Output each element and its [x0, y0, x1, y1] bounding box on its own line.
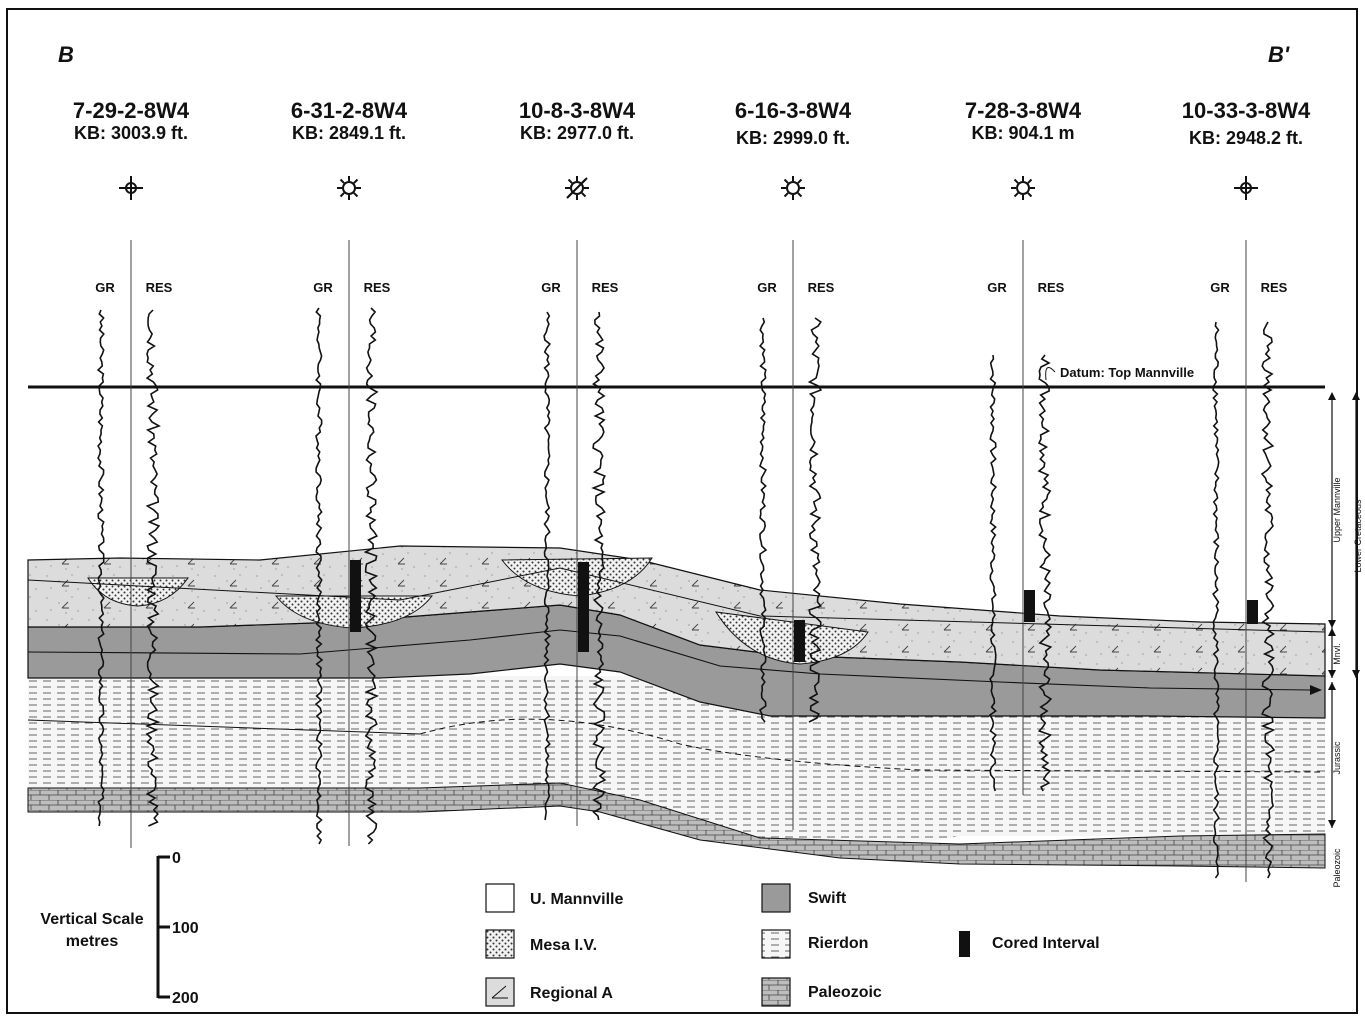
res-log-trace — [145, 309, 161, 827]
res-log-label: RES — [364, 280, 391, 295]
well-kb: KB: 904.1 m — [971, 123, 1074, 143]
gr-log-trace — [543, 311, 552, 821]
dry-well-icon — [119, 176, 143, 200]
res-log-trace — [1260, 321, 1276, 879]
scale-tick-200: 200 — [172, 990, 199, 1007]
cored-interval-bar — [1024, 590, 1035, 622]
jurassic-internal-horizon — [27, 719, 421, 735]
scale-tick-100: 100 — [172, 920, 199, 937]
gr-log-trace — [1212, 321, 1220, 879]
gr-log-label: GR — [313, 280, 333, 295]
res-log-label: RES — [146, 280, 173, 295]
legend-label-mesa-iv: Mesa I.V. — [530, 937, 597, 954]
legend-swatch-u-mannville — [485, 883, 515, 913]
gr-log-label: GR — [987, 280, 1007, 295]
paleozoic-interval-label: Paleozoic — [1332, 848, 1342, 888]
datum-label: Datum: Top Mannville — [1060, 365, 1194, 380]
cored-interval-bar — [1247, 600, 1258, 624]
gr-log-label: GR — [541, 280, 561, 295]
section-start-label: B — [58, 42, 74, 67]
jurassic-internal-horizon-dashed — [419, 718, 1321, 773]
scale-units: metres — [66, 933, 119, 950]
well-kb: KB: 2999.0 ft. — [736, 128, 850, 148]
gas-well-icon — [1011, 176, 1035, 200]
cored-interval-bar — [794, 620, 805, 662]
well-kb: KB: 3003.9 ft. — [74, 123, 188, 143]
rierdon-layer — [28, 676, 1325, 858]
mesa-lens-4 — [715, 611, 869, 665]
lower-cretaceous-label: Lower Cretaceous — [1353, 499, 1363, 573]
res-log-label: RES — [1038, 280, 1065, 295]
scale-title: Vertical Scale — [40, 911, 143, 928]
upper-mannville-label: Upper Mannville — [1332, 477, 1342, 542]
res-log-trace — [807, 317, 823, 723]
well-kb: KB: 2948.2 ft. — [1189, 128, 1303, 148]
res-log-label: RES — [1261, 280, 1288, 295]
swift-internal-horizon — [27, 629, 1311, 691]
datum-callout — [1045, 367, 1056, 381]
well-name: 10-8-3-8W4 — [519, 98, 636, 123]
res-log-trace — [1037, 354, 1053, 792]
res-log-label: RES — [592, 280, 619, 295]
gr-log-trace — [758, 317, 768, 723]
gr-log-trace — [96, 309, 105, 827]
arrow-end — [1310, 685, 1322, 695]
legend-swatch-swift — [761, 883, 791, 913]
legend-label-swift: Swift — [808, 890, 847, 907]
gas-well-icon — [781, 176, 805, 200]
mnvl-label: Mnvl. — [1332, 643, 1342, 665]
legend: U. Mannville Mesa I.V. Regional A Swift … — [485, 883, 1100, 1007]
gr-log-label: GR — [757, 280, 777, 295]
gas-well-icon — [337, 176, 361, 200]
legend-swatch-rierdon — [761, 929, 791, 959]
gr-log-label: GR — [1210, 280, 1230, 295]
well-name: 6-16-3-8W4 — [735, 98, 852, 123]
section-end-label: B' — [1268, 42, 1290, 67]
scale-tick-0: 0 — [172, 850, 181, 867]
gr-log-label: GR — [95, 280, 115, 295]
well-name: 7-28-3-8W4 — [965, 98, 1082, 123]
well-kb: KB: 2977.0 ft. — [520, 123, 634, 143]
well-name: 6-31-2-8W4 — [291, 98, 408, 123]
swift-top-line — [27, 567, 1326, 633]
paleozoic-layer — [27, 782, 1326, 869]
legend-label-u-mannville: U. Mannville — [530, 891, 623, 908]
legend-swatch-mesa-iv — [485, 929, 515, 959]
abandoned-gas-well-icon — [565, 176, 589, 200]
legend-label-cored-interval: Cored Interval — [992, 935, 1100, 952]
legend-label-rierdon: Rierdon — [808, 935, 868, 952]
res-log-label: RES — [808, 280, 835, 295]
figure-frame — [6, 8, 1358, 1014]
legend-label-paleozoic: Paleozoic — [808, 984, 882, 1001]
res-log-trace — [363, 307, 379, 845]
cored-interval-bar — [578, 562, 589, 652]
legend-swatch-regional-a — [485, 977, 515, 1007]
res-log-trace — [591, 311, 607, 821]
well-name: 10-33-3-8W4 — [1182, 98, 1311, 123]
cored-interval-bar — [350, 560, 361, 632]
vertical-scale — [156, 855, 170, 999]
well-kb: KB: 2849.1 ft. — [292, 123, 406, 143]
well-name: 7-29-2-8W4 — [73, 98, 190, 123]
legend-swatch-cored-interval — [959, 931, 970, 957]
interval-brackets — [1328, 392, 1360, 828]
jurassic-label: Jurassic — [1332, 741, 1342, 775]
legend-swatch-paleozoic — [761, 977, 791, 1007]
gr-log-trace — [988, 354, 998, 792]
legend-label-regional-a: Regional A — [530, 985, 613, 1002]
gr-log-trace — [314, 307, 324, 845]
dry-well-icon — [1234, 176, 1258, 200]
